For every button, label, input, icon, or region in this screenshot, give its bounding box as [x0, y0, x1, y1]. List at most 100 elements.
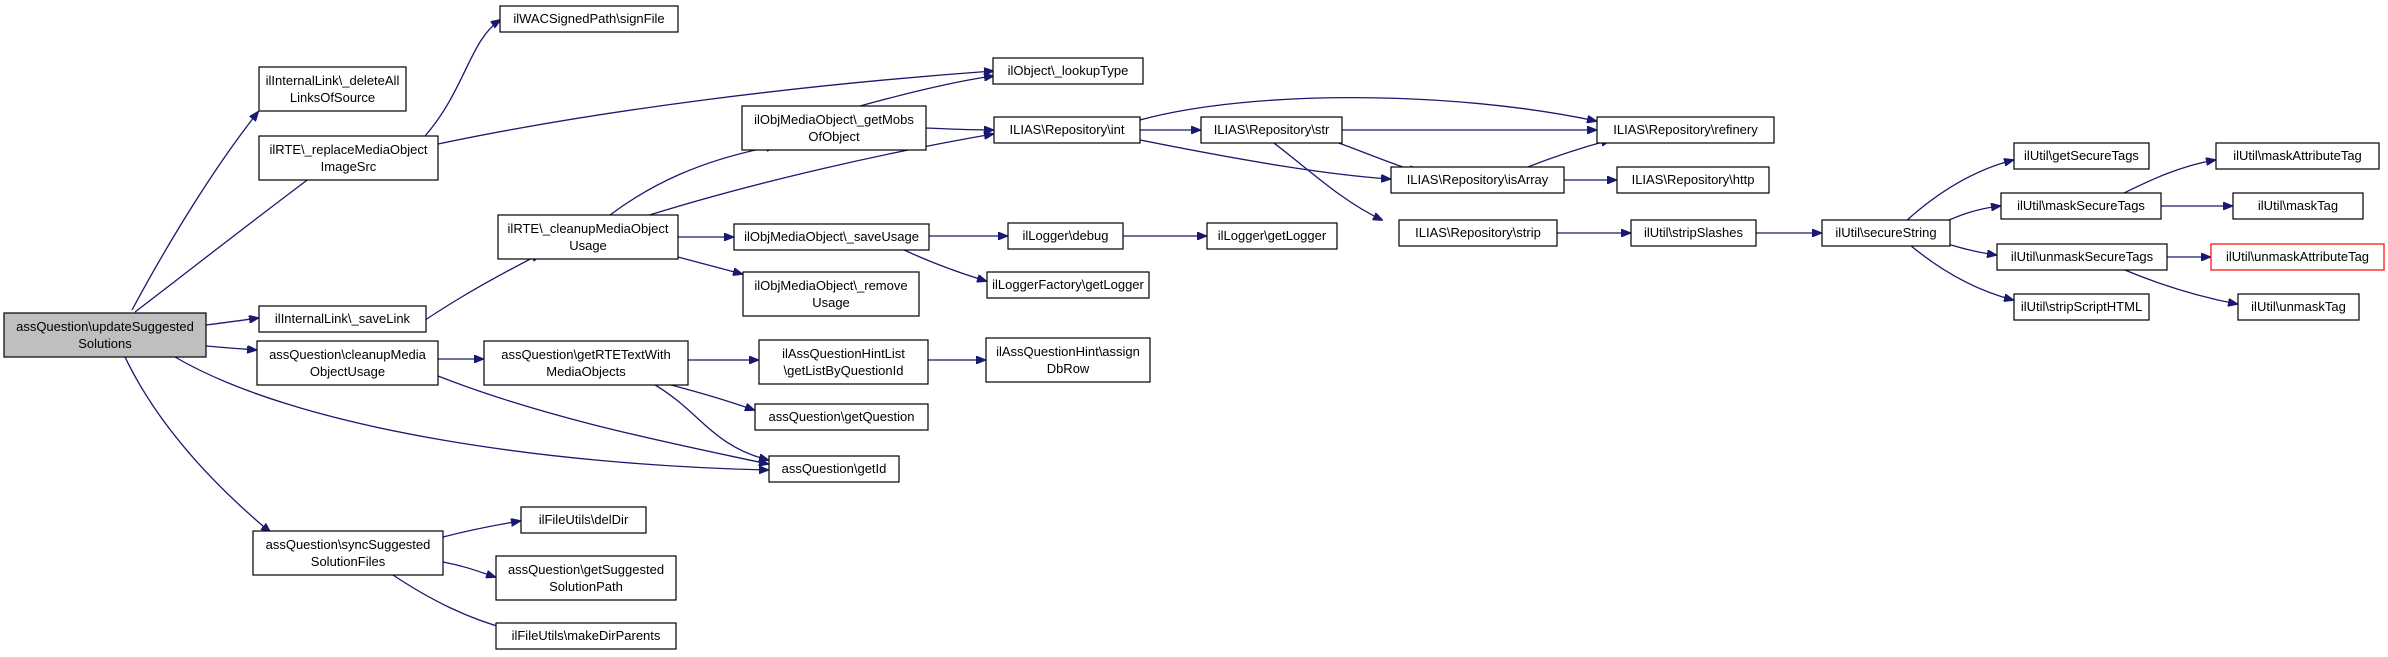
- svg-text:ILIAS\Repository\refinery: ILIAS\Repository\refinery: [1613, 122, 1758, 137]
- edge-rteCleanup-removeUsage: [677, 256, 742, 274]
- edge-unmaskSecureTags-unmaskTag: [2119, 267, 2237, 304]
- node-repository-http[interactable]: ILIAS\Repository\http: [1616, 166, 1770, 194]
- node-strip-script-html[interactable]: ilUtil\stripScriptHTML: [2013, 293, 2150, 321]
- edge-repoIsArray-repoRefinery: [1519, 140, 1610, 171]
- edge-getMobs-repoInt: [925, 128, 993, 130]
- node-unmask-attribute-tag[interactable]: ilUtil\unmaskAttributeTag: [2210, 243, 2385, 271]
- node-cleanup-media-usage[interactable]: assQuestion\cleanupMedia ObjectUsage: [256, 340, 439, 386]
- node-get-suggested-path[interactable]: assQuestion\getSuggested SolutionPath: [495, 555, 677, 601]
- svg-text:ilUtil\stripSlashes: ilUtil\stripSlashes: [1644, 225, 1743, 240]
- svg-text:ILIAS\Repository\http: ILIAS\Repository\http: [1632, 172, 1755, 187]
- node-get-mobs-of-object[interactable]: ilObjMediaObject\_getMobs OfObject: [741, 105, 927, 151]
- svg-text:ilRTE\_replaceMediaObject: ilRTE\_replaceMediaObject: [270, 142, 428, 157]
- nodes: assQuestion\updateSuggested Solutions il…: [3, 5, 2385, 650]
- svg-text:ilUtil\maskAttributeTag: ilUtil\maskAttributeTag: [2233, 148, 2362, 163]
- edge-getRTEText-getQuestion: [659, 381, 754, 410]
- svg-text:Usage: Usage: [812, 295, 850, 310]
- node-logger-factory[interactable]: ilLoggerFactory\getLogger: [986, 271, 1150, 299]
- node-mask-secure-tags[interactable]: ilUtil\maskSecureTags: [2000, 192, 2162, 220]
- node-get-secure-tags[interactable]: ilUtil\getSecureTags: [2013, 142, 2150, 170]
- svg-text:ilUtil\unmaskTag: ilUtil\unmaskTag: [2251, 299, 2346, 314]
- svg-text:ilObjMediaObject\_getMobs: ilObjMediaObject\_getMobs: [754, 112, 914, 127]
- edge-replace-signFile: [424, 20, 500, 137]
- svg-text:ilLogger\debug: ilLogger\debug: [1022, 228, 1108, 243]
- node-del-dir[interactable]: ilFileUtils\delDir: [520, 506, 647, 534]
- svg-text:ImageSrc: ImageSrc: [321, 159, 377, 174]
- edge-rteCleanup-repoInt: [639, 134, 993, 219]
- svg-text:ilLogger\getLogger: ilLogger\getLogger: [1218, 228, 1327, 243]
- svg-text:SolutionFiles: SolutionFiles: [311, 554, 386, 569]
- node-rte-cleanup-usage[interactable]: ilRTE\_cleanupMediaObject Usage: [497, 214, 679, 260]
- svg-text:LinksOfSource: LinksOfSource: [290, 90, 375, 105]
- node-repository-isarray[interactable]: ILIAS\Repository\isArray: [1390, 166, 1565, 194]
- edge-getRTEText-getId: [649, 381, 768, 460]
- node-delete-all-links[interactable]: ilInternalLink\_deleteAll LinksOfSource: [258, 66, 407, 112]
- edge-secureString-stripScriptHTML: [1909, 244, 2013, 300]
- edge-root-deleteAll: [131, 112, 258, 311]
- svg-text:\getListByQuestionId: \getListByQuestionId: [784, 363, 904, 378]
- svg-text:ILIAS\Repository\strip: ILIAS\Repository\strip: [1415, 225, 1541, 240]
- edge-getMobs-lookupType: [859, 76, 993, 107]
- node-repository-strip[interactable]: ILIAS\Repository\strip: [1398, 219, 1558, 247]
- svg-text:ilFileUtils\makeDirParents: ilFileUtils\makeDirParents: [512, 628, 661, 643]
- node-save-usage[interactable]: ilObjMediaObject\_saveUsage: [733, 223, 930, 251]
- node-repository-int[interactable]: ILIAS\Repository\int: [993, 116, 1141, 144]
- svg-text:ilObject\_lookupType: ilObject\_lookupType: [1008, 63, 1129, 78]
- svg-text:ilUtil\getSecureTags: ilUtil\getSecureTags: [2024, 148, 2139, 163]
- edge-replace-lookupType: [437, 71, 993, 145]
- svg-text:DbRow: DbRow: [1047, 361, 1090, 376]
- node-update-suggested-solutions[interactable]: assQuestion\updateSuggested Solutions: [3, 312, 207, 358]
- svg-text:assQuestion\getRTETextWith: assQuestion\getRTETextWith: [501, 347, 671, 362]
- svg-text:SolutionPath: SolutionPath: [549, 579, 623, 594]
- svg-text:Solutions: Solutions: [78, 336, 132, 351]
- svg-text:ilAssQuestionHintList: ilAssQuestionHintList: [782, 346, 905, 361]
- node-replace-media-object[interactable]: ilRTE\_replaceMediaObject ImageSrc: [258, 135, 439, 181]
- svg-text:ilObjMediaObject\_saveUsage: ilObjMediaObject\_saveUsage: [744, 229, 919, 244]
- node-hint-list[interactable]: ilAssQuestionHintList \getListByQuestion…: [758, 339, 929, 385]
- svg-text:ILIAS\Repository\str: ILIAS\Repository\str: [1214, 122, 1330, 137]
- node-logger-getlogger[interactable]: ilLogger\getLogger: [1206, 222, 1338, 250]
- node-save-link[interactable]: ilInternalLink\_saveLink: [258, 305, 427, 333]
- svg-text:ilLoggerFactory\getLogger: ilLoggerFactory\getLogger: [992, 277, 1144, 292]
- svg-text:ILIAS\Repository\isArray: ILIAS\Repository\isArray: [1407, 172, 1549, 187]
- node-sync-suggested-files[interactable]: assQuestion\syncSuggested SolutionFiles: [252, 530, 444, 576]
- node-unmask-secure-tags[interactable]: ilUtil\unmaskSecureTags: [1996, 243, 2168, 271]
- node-repository-refinery[interactable]: ILIAS\Repository\refinery: [1596, 116, 1775, 144]
- node-get-id[interactable]: assQuestion\getId: [768, 455, 900, 483]
- edge-sync-delDir: [442, 521, 520, 538]
- edge-repoStr-repoStrip: [1269, 139, 1382, 220]
- node-strip-slashes[interactable]: ilUtil\stripSlashes: [1630, 219, 1757, 247]
- node-repository-str[interactable]: ILIAS\Repository\str: [1200, 116, 1343, 144]
- node-unmask-tag[interactable]: ilUtil\unmaskTag: [2237, 293, 2360, 321]
- svg-text:ilUtil\maskTag: ilUtil\maskTag: [2258, 198, 2338, 213]
- edge-secureString-getSecureTags: [1904, 160, 2013, 223]
- edge-repoInt-repoIsArray: [1139, 139, 1390, 179]
- svg-text:assQuestion\getSuggested: assQuestion\getSuggested: [508, 562, 664, 577]
- node-make-dir-parents[interactable]: ilFileUtils\makeDirParents: [495, 622, 677, 650]
- node-mask-attribute-tag[interactable]: ilUtil\maskAttributeTag: [2215, 142, 2380, 170]
- node-lookup-type[interactable]: ilObject\_lookupType: [992, 57, 1144, 85]
- svg-text:ilFileUtils\delDir: ilFileUtils\delDir: [539, 512, 629, 527]
- edge-root-replaceMedia: [134, 172, 318, 313]
- svg-text:ilUtil\stripScriptHTML: ilUtil\stripScriptHTML: [2021, 299, 2142, 314]
- node-remove-usage[interactable]: ilObjMediaObject\_remove Usage: [742, 271, 920, 317]
- node-hint-assign[interactable]: ilAssQuestionHint\assign DbRow: [985, 337, 1151, 383]
- svg-text:ILIAS\Repository\int: ILIAS\Repository\int: [1010, 122, 1125, 137]
- svg-text:ObjectUsage: ObjectUsage: [310, 364, 385, 379]
- edge-repoInt-repoRefinery: [1139, 96, 1596, 121]
- node-mask-tag[interactable]: ilUtil\maskTag: [2232, 192, 2364, 220]
- edge-root-getId: [174, 356, 768, 470]
- node-logger-debug[interactable]: ilLogger\debug: [1007, 222, 1124, 250]
- svg-text:ilUtil\unmaskSecureTags: ilUtil\unmaskSecureTags: [2011, 249, 2154, 264]
- node-secure-string[interactable]: ilUtil\secureString: [1821, 219, 1951, 247]
- edge-maskSecureTags-maskAttributeTag: [2119, 160, 2215, 196]
- svg-text:assQuestion\updateSuggested: assQuestion\updateSuggested: [16, 319, 194, 334]
- node-sign-file[interactable]: ilWACSignedPath\signFile: [499, 5, 679, 33]
- node-get-rte-text[interactable]: assQuestion\getRTETextWith MediaObjects: [483, 340, 689, 386]
- edge-rteCleanup-getMobs: [609, 146, 775, 216]
- svg-text:MediaObjects: MediaObjects: [546, 364, 626, 379]
- node-get-question[interactable]: assQuestion\getQuestion: [754, 403, 929, 431]
- svg-text:assQuestion\cleanupMedia: assQuestion\cleanupMedia: [269, 347, 427, 362]
- edge-saveUsage-loggerFactory: [899, 247, 986, 281]
